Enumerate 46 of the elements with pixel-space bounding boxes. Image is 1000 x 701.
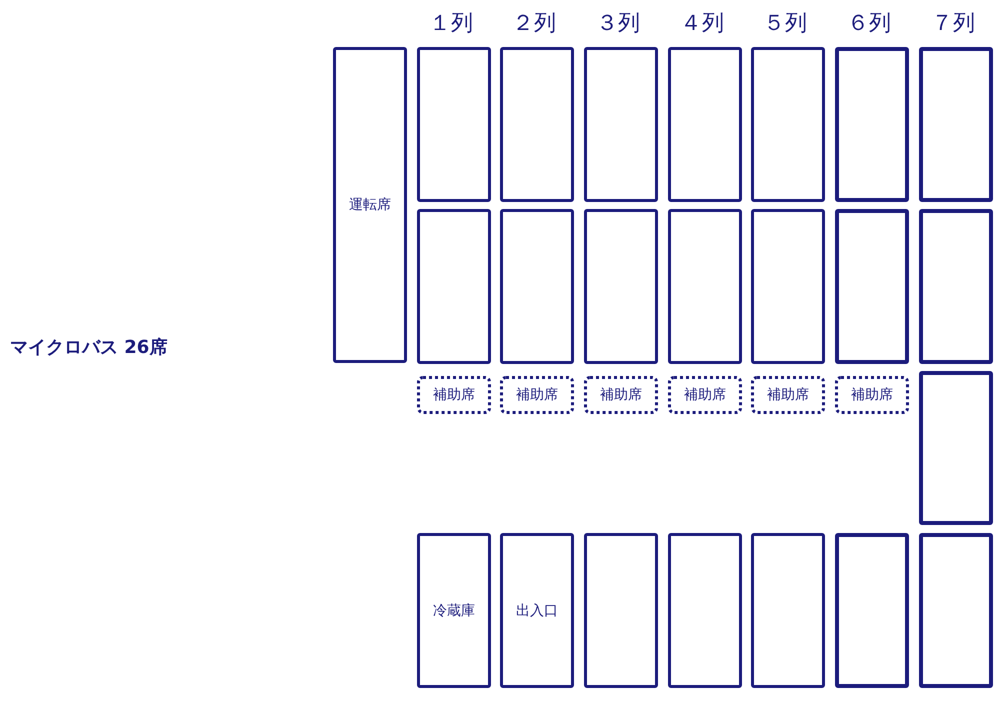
auxiliary-seat [668,376,742,414]
seat-outline [668,209,742,364]
auxiliary-seat [751,376,825,414]
seat-outline [919,371,993,525]
column-header: ３列 [596,10,640,38]
seat-outline [751,209,825,364]
seat-outline [500,47,574,202]
seat-outline [668,533,742,688]
column-header: ５列 [763,10,807,38]
seat-label: 補助席 [600,386,642,404]
seat-outline [919,47,993,202]
auxiliary-seat [584,376,658,414]
seat-outline [417,209,491,364]
diagram-title: マイクロバス 26席 [10,336,168,359]
seat-outline [751,47,825,202]
column-header: １列 [429,10,473,38]
seat-label: 出入口 [516,602,558,620]
seat-outline [417,533,491,688]
column-header: ７列 [931,10,975,38]
seat-outline [919,209,993,364]
seat-outline [584,209,658,364]
seat-outline [417,47,491,202]
column-header: ４列 [680,10,724,38]
seat-outline [835,533,909,688]
seat-outline [835,47,909,202]
seat-outline [584,533,658,688]
seat-label: 補助席 [767,386,809,404]
seat-label: 冷蔵庫 [433,602,475,620]
seat-label: 運転席 [349,196,391,214]
seat-outline [500,209,574,364]
auxiliary-seat [500,376,574,414]
auxiliary-seat [835,376,909,414]
seat-label: 補助席 [851,386,893,404]
seat-outline [919,533,993,688]
seat-label: 補助席 [433,386,475,404]
driver-seat [333,47,407,363]
seat-outline [751,533,825,688]
seat-label: 補助席 [684,386,726,404]
seat-label: 補助席 [516,386,558,404]
seat-outline [500,533,574,688]
auxiliary-seat [417,376,491,414]
seat-outline [835,209,909,364]
column-header: ２列 [512,10,556,38]
column-header: ６列 [847,10,891,38]
seat-outline [668,47,742,202]
seat-outline [584,47,658,202]
